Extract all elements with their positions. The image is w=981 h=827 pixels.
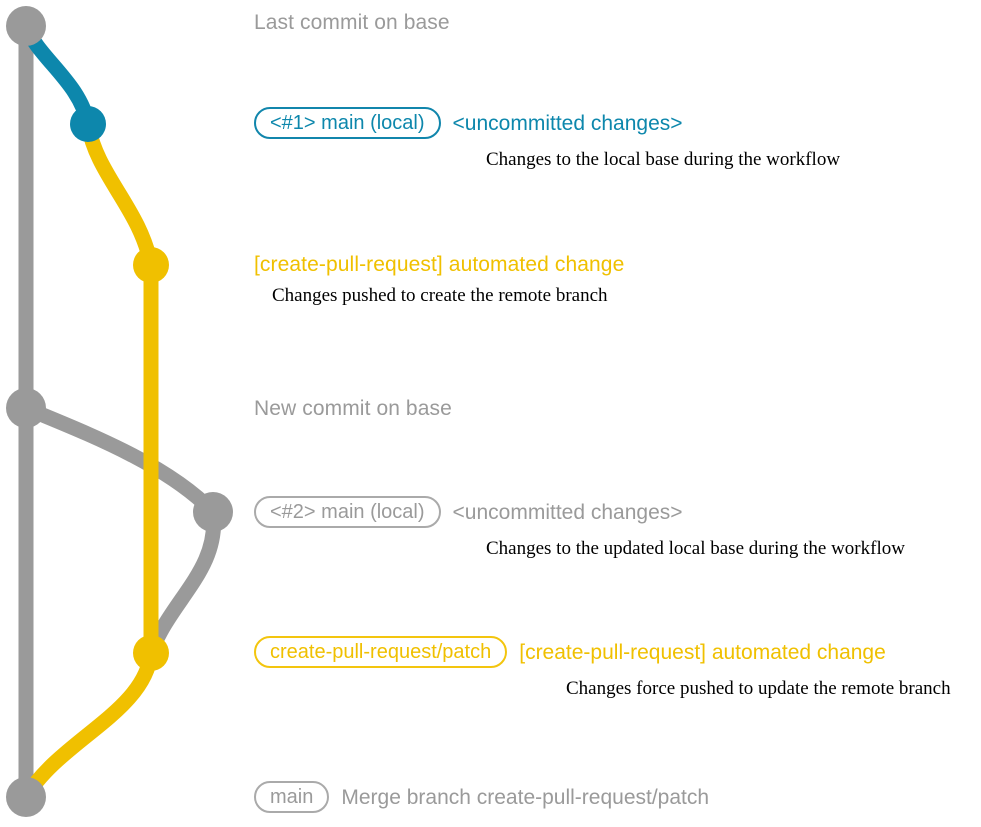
base-to-local1-line [18, 18, 96, 132]
pill-line: main Merge branch create-pull-request/pa… [254, 781, 709, 813]
commit-headline: [create-pull-request] automated change [519, 640, 886, 664]
remote2-to-merge-line [18, 645, 159, 805]
local-commit-2-node[interactable] [193, 492, 233, 532]
pill-line: <#1> main (local) <uncommitted changes> [254, 107, 840, 139]
local1-to-remote1-line [80, 116, 159, 273]
pill-line: <#2> main (local) <uncommitted changes> [254, 496, 905, 528]
commit-headline: <uncommitted changes> [452, 500, 683, 524]
commit-description: Changes pushed to create the remote bran… [272, 285, 608, 306]
new-commit-on-base-node[interactable] [6, 388, 46, 428]
commit-headline: <uncommitted changes> [452, 111, 683, 135]
commit-headline: [create-pull-request] automated change [254, 253, 625, 276]
branch-pill-local-2[interactable]: <#2> main (local) [254, 496, 441, 528]
remote-commit-1-node[interactable] [133, 247, 169, 283]
merge-commit-node[interactable] [6, 777, 46, 817]
branch-pill-local-1[interactable]: <#1> main (local) [254, 107, 441, 139]
last-commit-on-base-node[interactable] [6, 6, 46, 46]
commit-headline: Last commit on base [254, 11, 450, 34]
base-to-local2-line [18, 400, 221, 520]
commit-headline: New commit on base [254, 397, 452, 420]
local-commit-1-node[interactable] [70, 106, 106, 142]
branch-pill-remote-patch[interactable]: create-pull-request/patch [254, 636, 508, 668]
commit-description: Changes to the local base during the wor… [486, 149, 841, 170]
commit-description: Changes to the updated local base during… [486, 538, 905, 559]
commit-description: Changes force pushed to update the remot… [566, 678, 951, 699]
branch-pill-main[interactable]: main [254, 781, 330, 813]
pill-line: create-pull-request/patch [create-pull-r… [254, 636, 951, 668]
commit-headline: Merge branch create-pull-request/patch [341, 785, 710, 809]
local2-to-remote2-line [143, 504, 222, 661]
remote-commit-2-node[interactable] [133, 635, 169, 671]
